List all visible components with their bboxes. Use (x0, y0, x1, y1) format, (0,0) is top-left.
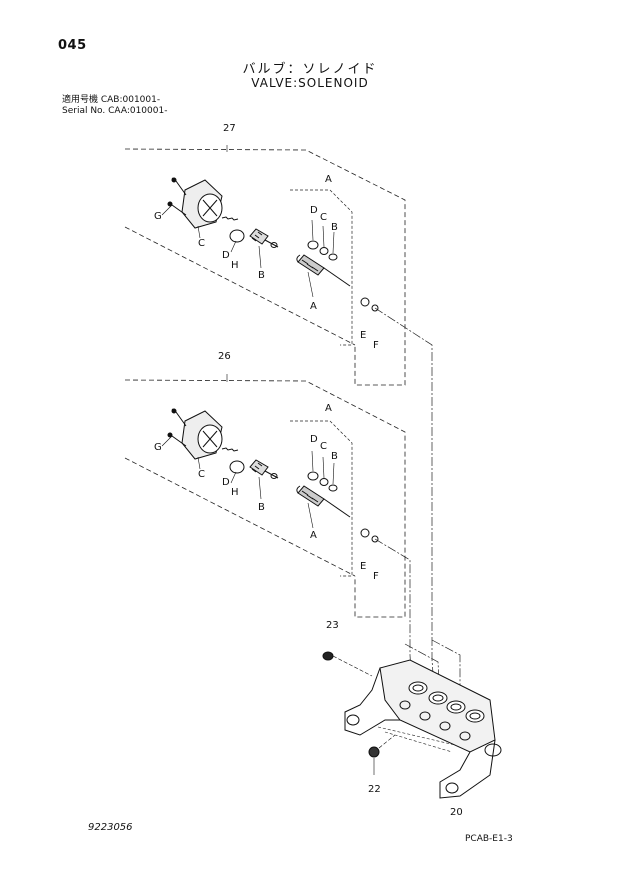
title-english: VALVE:SOLENOID (251, 76, 369, 90)
serial-line-1: 適用号機 CAB:001001- (62, 95, 161, 105)
label-27-A-top: A (325, 174, 332, 185)
label-26-C: C (198, 469, 205, 480)
label-27-E: E (360, 330, 366, 341)
label-27-B2: B (331, 222, 338, 233)
label-26-C2: C (320, 441, 327, 452)
label-26-A-mid: A (310, 530, 317, 541)
drawing-number: 9223056 (88, 822, 133, 833)
label-27-H: H (231, 260, 239, 271)
label-27-D: D (222, 250, 230, 261)
page-number: 045 (58, 38, 87, 53)
label-26-B2: B (331, 451, 338, 462)
assembly-26 (124, 374, 406, 618)
label-27-C2: C (320, 212, 327, 223)
plug-22 (368, 734, 396, 775)
label-27-A-mid: A (310, 301, 317, 312)
sheet-code: PCAB-E1-3 (465, 834, 513, 844)
ref-23-label: 23 (326, 620, 339, 631)
label-27-G: G (154, 211, 162, 222)
ref-20-label: 20 (450, 807, 463, 818)
title-japanese: バルブ：ソレノイド (242, 62, 378, 77)
label-26-F: F (373, 571, 379, 582)
label-26-H: H (231, 487, 239, 498)
label-26-D: D (222, 477, 230, 488)
label-26-B: B (258, 502, 265, 513)
seal-23 (322, 651, 373, 677)
label-27-C: C (198, 238, 205, 249)
serial-line-2: Serial No. CAA:010001- (62, 106, 168, 116)
ref-26-label: 26 (218, 351, 231, 362)
valve-body (344, 659, 502, 799)
label-27-B: B (258, 270, 265, 281)
ref-27-label: 27 (223, 123, 236, 134)
label-26-G: G (154, 442, 162, 453)
label-27-D2: D (310, 205, 318, 216)
label-26-D2: D (310, 434, 318, 445)
label-27-F: F (373, 340, 379, 351)
ref-22-label: 22 (368, 784, 381, 795)
label-26-A-top: A (325, 403, 332, 414)
label-26-E: E (360, 561, 366, 572)
assembly-27 (124, 145, 406, 386)
